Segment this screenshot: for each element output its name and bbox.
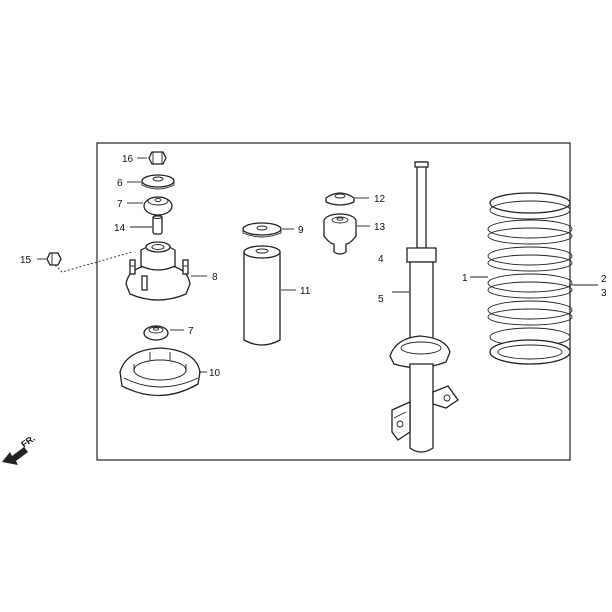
callout-5: 5 [378,294,384,305]
self-locking-nut-part [148,151,167,165]
dust-boot-part [243,245,281,346]
upper-bushing-part [143,196,173,216]
callout-4: 4 [378,254,384,265]
callout-14: 14 [114,223,126,234]
callout-3: 3 [601,288,607,299]
collar-part [152,215,163,235]
mount-washer-part [141,174,175,190]
stopper-washer-part [325,192,355,206]
callout-2: 2 [601,274,607,285]
stopper-rubber-part [323,213,357,255]
callout-13: 13 [374,222,386,233]
callout-1: 1 [462,273,468,284]
callout-8: 8 [212,272,218,283]
callout-7-upper: 7 [117,199,123,210]
flange-nut-part [46,252,62,266]
lower-bushing-part [143,325,169,341]
diagram-frame [96,142,571,461]
spring-seat-rubber-part [119,347,201,397]
callout-6: 6 [117,178,123,189]
shock-absorber-strut-part [389,161,459,453]
callout-9: 9 [298,225,304,236]
callout-11: 11 [300,286,311,297]
callout-16: 16 [122,154,134,165]
callout-12: 12 [374,194,386,205]
front-direction-arrow-icon [2,447,28,465]
bump-stop-cap-part [242,222,282,238]
callout-7-lower: 7 [188,326,194,337]
callout-15: 15 [20,255,32,266]
callout-10: 10 [209,368,221,379]
front-direction-label: FR. [19,433,37,450]
coil-spring-part [487,192,573,365]
upper-mount-base-part [125,241,191,301]
